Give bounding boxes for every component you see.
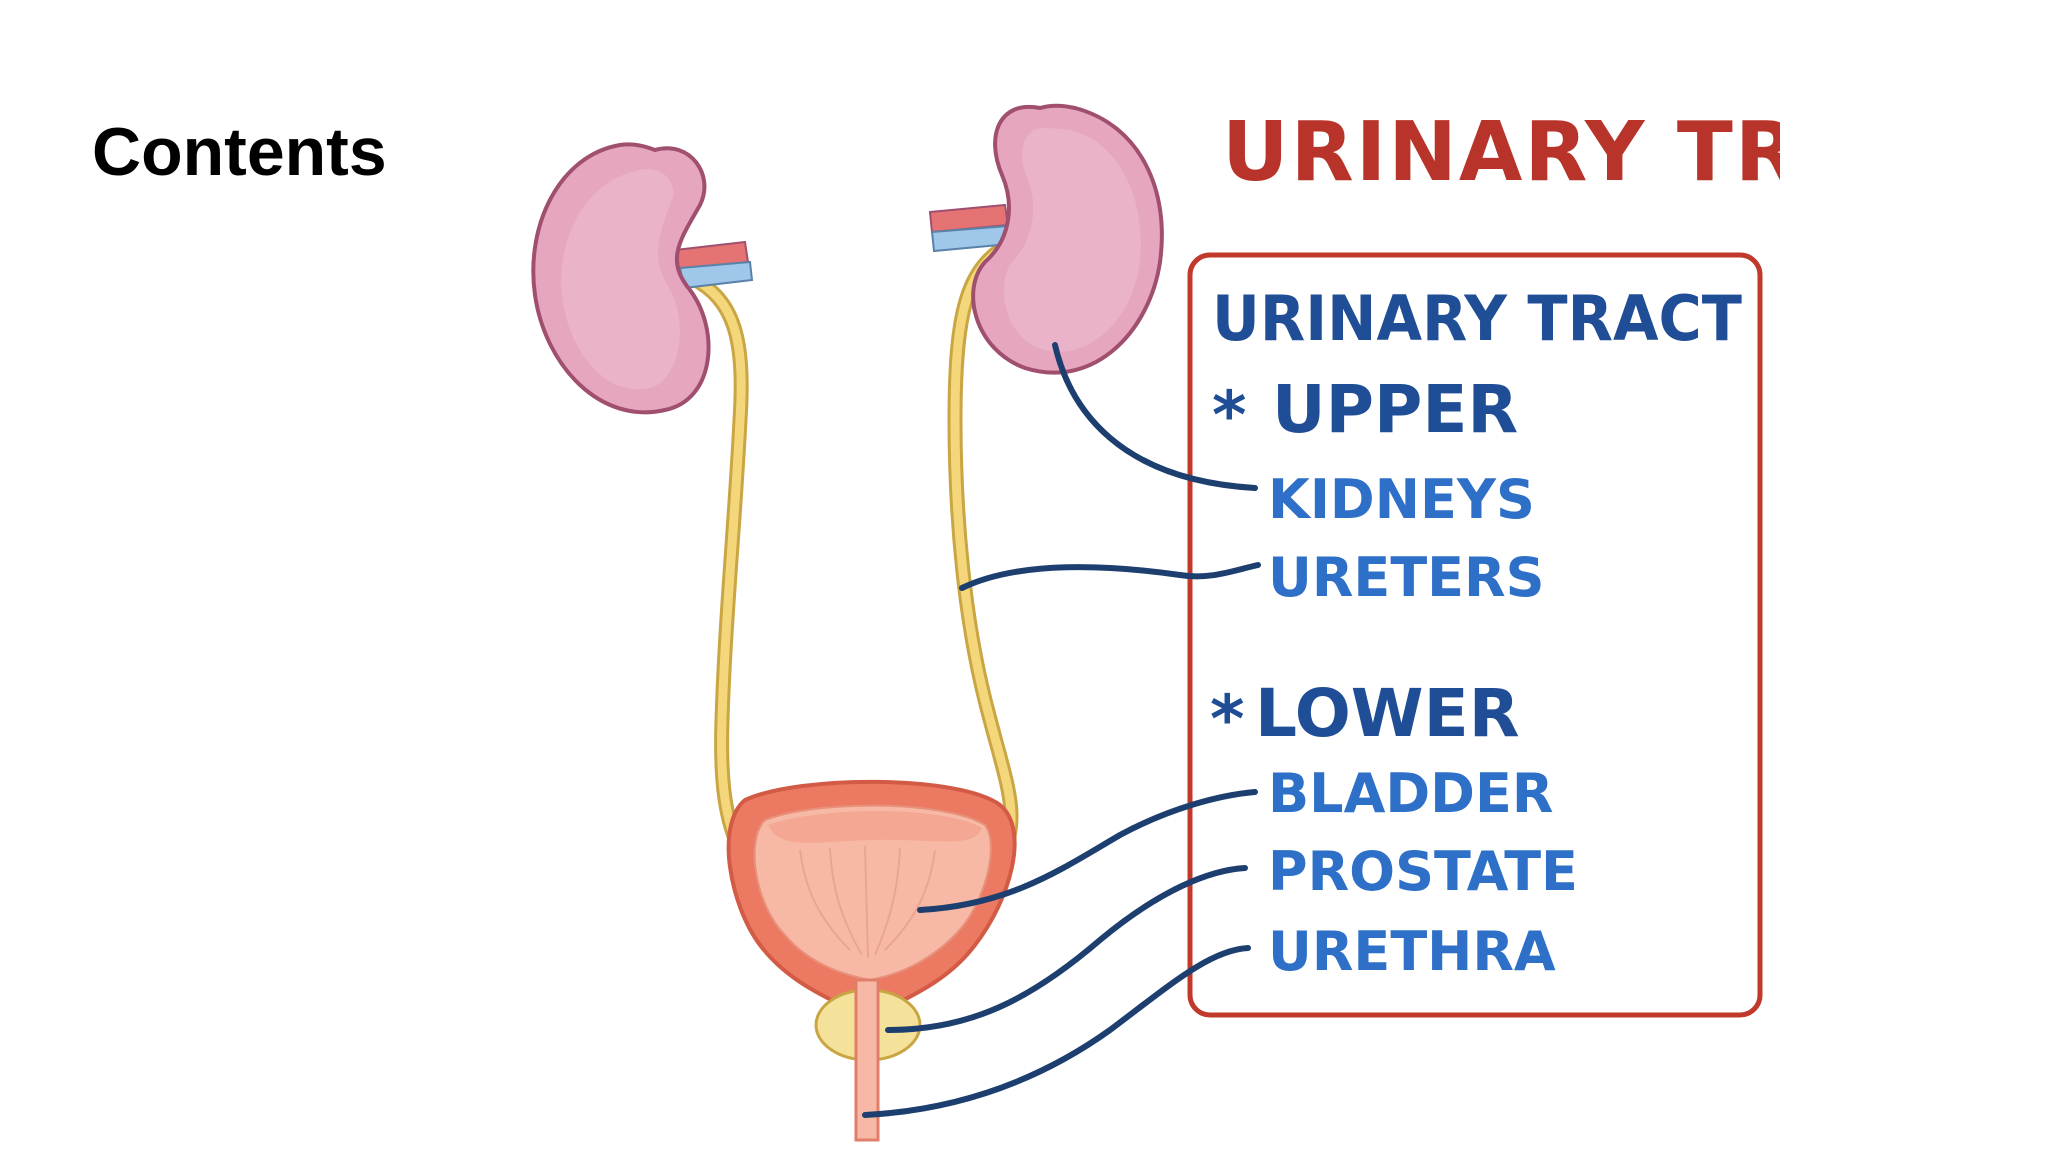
box-title: URINARY TRACT — [1212, 282, 1742, 355]
left-kidney — [531, 142, 754, 415]
upper-heading: UPPER — [1272, 371, 1518, 448]
leader-urethra — [862, 945, 1251, 1118]
label-prostate: PROSTATE — [1268, 840, 1578, 903]
right-kidney — [928, 103, 1164, 375]
label-ureters: URETERS — [1268, 546, 1545, 609]
lower-heading: LOWER — [1255, 675, 1520, 752]
label-kidneys: KIDNEYS — [1268, 468, 1535, 531]
leader-prostate — [885, 865, 1248, 1033]
labels-box — [1187, 252, 1763, 1018]
leader-bladder — [917, 789, 1258, 913]
urethra — [854, 978, 880, 1142]
leader-ureters — [959, 562, 1261, 591]
banner-title: URINARY TRAC — [1222, 105, 1928, 200]
leader-kidneys — [1052, 342, 1258, 491]
lower-marker: * — [1210, 681, 1245, 758]
label-bladder: BLADDER — [1268, 762, 1553, 825]
label-urethra: URETHRA — [1268, 920, 1556, 983]
bladder — [726, 779, 1017, 1042]
slide-title: Contents — [92, 114, 387, 190]
upper-marker: * — [1212, 377, 1247, 454]
